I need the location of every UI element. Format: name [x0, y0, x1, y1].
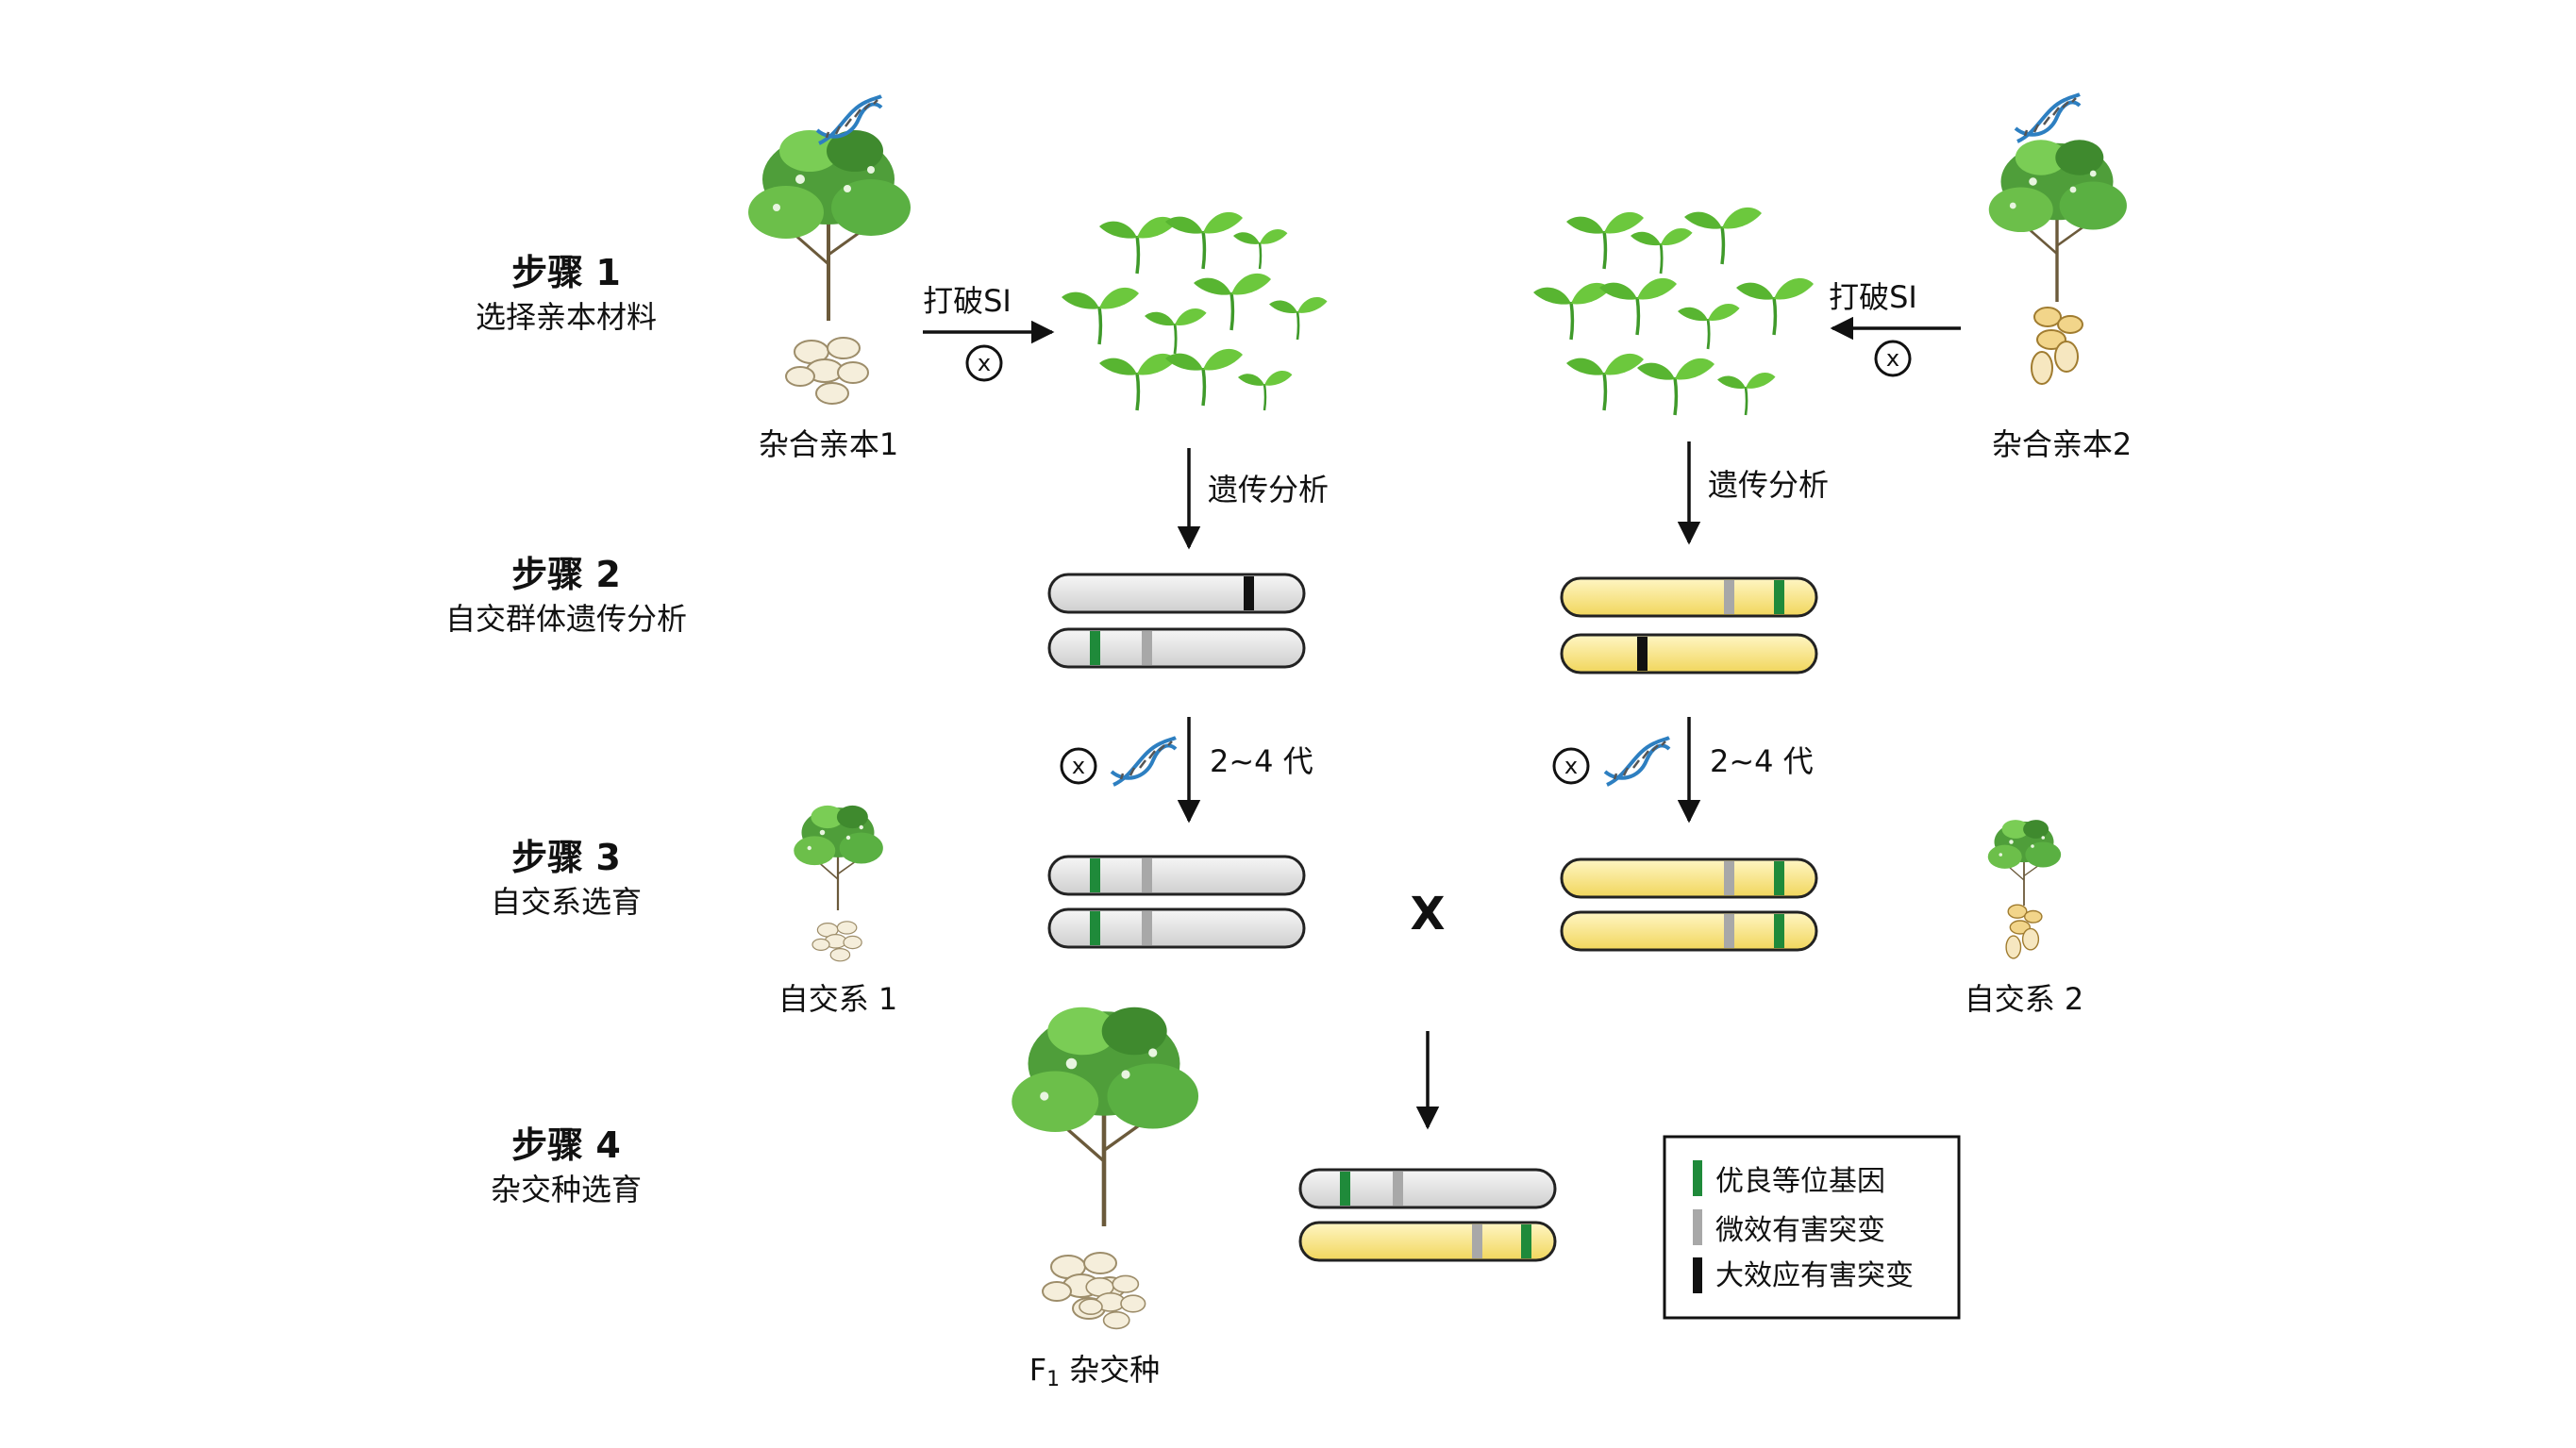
chromosome: [1047, 855, 1306, 896]
good-allele-band: [1774, 861, 1784, 895]
step-3-label: 步骤 3 自交系选育: [491, 837, 642, 920]
inbred-1-label: 自交系 1: [778, 981, 898, 1017]
generations-label-right: 2~4 代: [1710, 743, 1814, 779]
hybrid-label: F1 杂交种: [1029, 1352, 1161, 1391]
minor-mutation-band: [1393, 1172, 1403, 1206]
hybrid-plant: [1012, 1007, 1198, 1330]
minor-mutation-band: [1724, 861, 1734, 895]
self-cross-icon: [1552, 747, 1590, 785]
minor-mutation-band: [1142, 631, 1152, 665]
step-2-subtitle: 自交群体遗传分析: [445, 601, 687, 637]
seedlings-right: [1531, 206, 1815, 417]
generations-label-left: 2~4 代: [1210, 743, 1313, 779]
chromosome-pair-step2-right: [1560, 576, 1818, 674]
good-allele-band: [1340, 1172, 1350, 1206]
chromosome-pair-step3-left: [1047, 855, 1306, 949]
good-allele-band: [1090, 631, 1100, 665]
parent-2-label: 杂合亲本2: [1992, 426, 2132, 462]
chromosome: [1047, 573, 1306, 614]
self-cross-icon: [1060, 747, 1097, 785]
step-4-label: 步骤 4 杂交种选育: [491, 1124, 642, 1207]
inbred-1-plant: [793, 804, 884, 962]
legend-swatch-good-allele: [1693, 1160, 1702, 1196]
legend-label-major-mutation: 大效应有害突变: [1715, 1259, 1914, 1292]
legend-label-good-allele: 优良等位基因: [1715, 1165, 1885, 1198]
good-allele-band: [1090, 911, 1100, 945]
chromosome-pair-step3-right: [1560, 857, 1818, 952]
parent-1-label: 杂合亲本1: [759, 426, 898, 462]
step-4-subtitle: 杂交种选育: [491, 1172, 642, 1207]
break-si-label-right: 打破SI: [1829, 279, 1917, 315]
chromosome-pair-f1: [1298, 1168, 1557, 1262]
chromosome: [1560, 910, 1818, 952]
dna-icon: [1110, 736, 1178, 787]
chromosome: [1560, 633, 1818, 674]
chromosome: [1047, 907, 1306, 949]
dna-icon: [1603, 736, 1671, 787]
step-1-subtitle: 选择亲本材料: [476, 299, 657, 335]
chromosome: [1298, 1168, 1557, 1209]
good-allele-band: [1774, 914, 1784, 948]
step-2-title: 步骤 2: [511, 554, 621, 595]
parent-1-plant: [746, 128, 912, 405]
step-3-title: 步骤 3: [511, 837, 621, 878]
chromosome: [1560, 857, 1818, 899]
chromosome: [1560, 576, 1818, 618]
step-4-title: 步骤 4: [511, 1124, 621, 1166]
step-1-title: 步骤 1: [511, 252, 621, 293]
self-cross-icon: [965, 344, 1003, 382]
chromosome: [1298, 1221, 1557, 1262]
step-1-label: 步骤 1 选择亲本材料: [476, 252, 657, 335]
legend-swatch-major-mutation: [1693, 1257, 1702, 1293]
inbred-2-label: 自交系 2: [1965, 981, 2084, 1017]
minor-mutation-band: [1142, 858, 1152, 892]
major-mutation-band: [1244, 576, 1254, 610]
legend-swatch-minor-mutation: [1693, 1209, 1702, 1245]
legend: 优良等位基因 微效有害突变 大效应有害突变: [1663, 1135, 1961, 1320]
seedlings-left: [1060, 210, 1329, 412]
step-2-label: 步骤 2 自交群体遗传分析: [445, 554, 687, 637]
genetic-analysis-label-right: 遗传分析: [1708, 467, 1829, 503]
minor-mutation-band: [1724, 580, 1734, 614]
cross-symbol: X: [1410, 888, 1445, 940]
minor-mutation-band: [1142, 911, 1152, 945]
genetic-analysis-label-left: 遗传分析: [1208, 472, 1329, 508]
legend-label-minor-mutation: 微效有害突变: [1715, 1214, 1885, 1247]
good-allele-band: [1521, 1224, 1531, 1258]
legend-box: [1663, 1135, 1961, 1320]
minor-mutation-band: [1472, 1224, 1482, 1258]
self-cross-icon: [1874, 340, 1912, 377]
chromosome-pair-step2-left: [1047, 573, 1306, 669]
break-si-label-left: 打破SI: [923, 283, 1012, 319]
step-3-subtitle: 自交系选育: [491, 884, 642, 920]
parent-2-plant: [1987, 138, 2129, 385]
good-allele-band: [1774, 580, 1784, 614]
chromosome: [1047, 627, 1306, 669]
major-mutation-band: [1637, 637, 1648, 671]
minor-mutation-band: [1724, 914, 1734, 948]
inbred-2-plant: [1986, 819, 2063, 959]
dna-icon: [2014, 92, 2082, 143]
good-allele-band: [1090, 858, 1100, 892]
